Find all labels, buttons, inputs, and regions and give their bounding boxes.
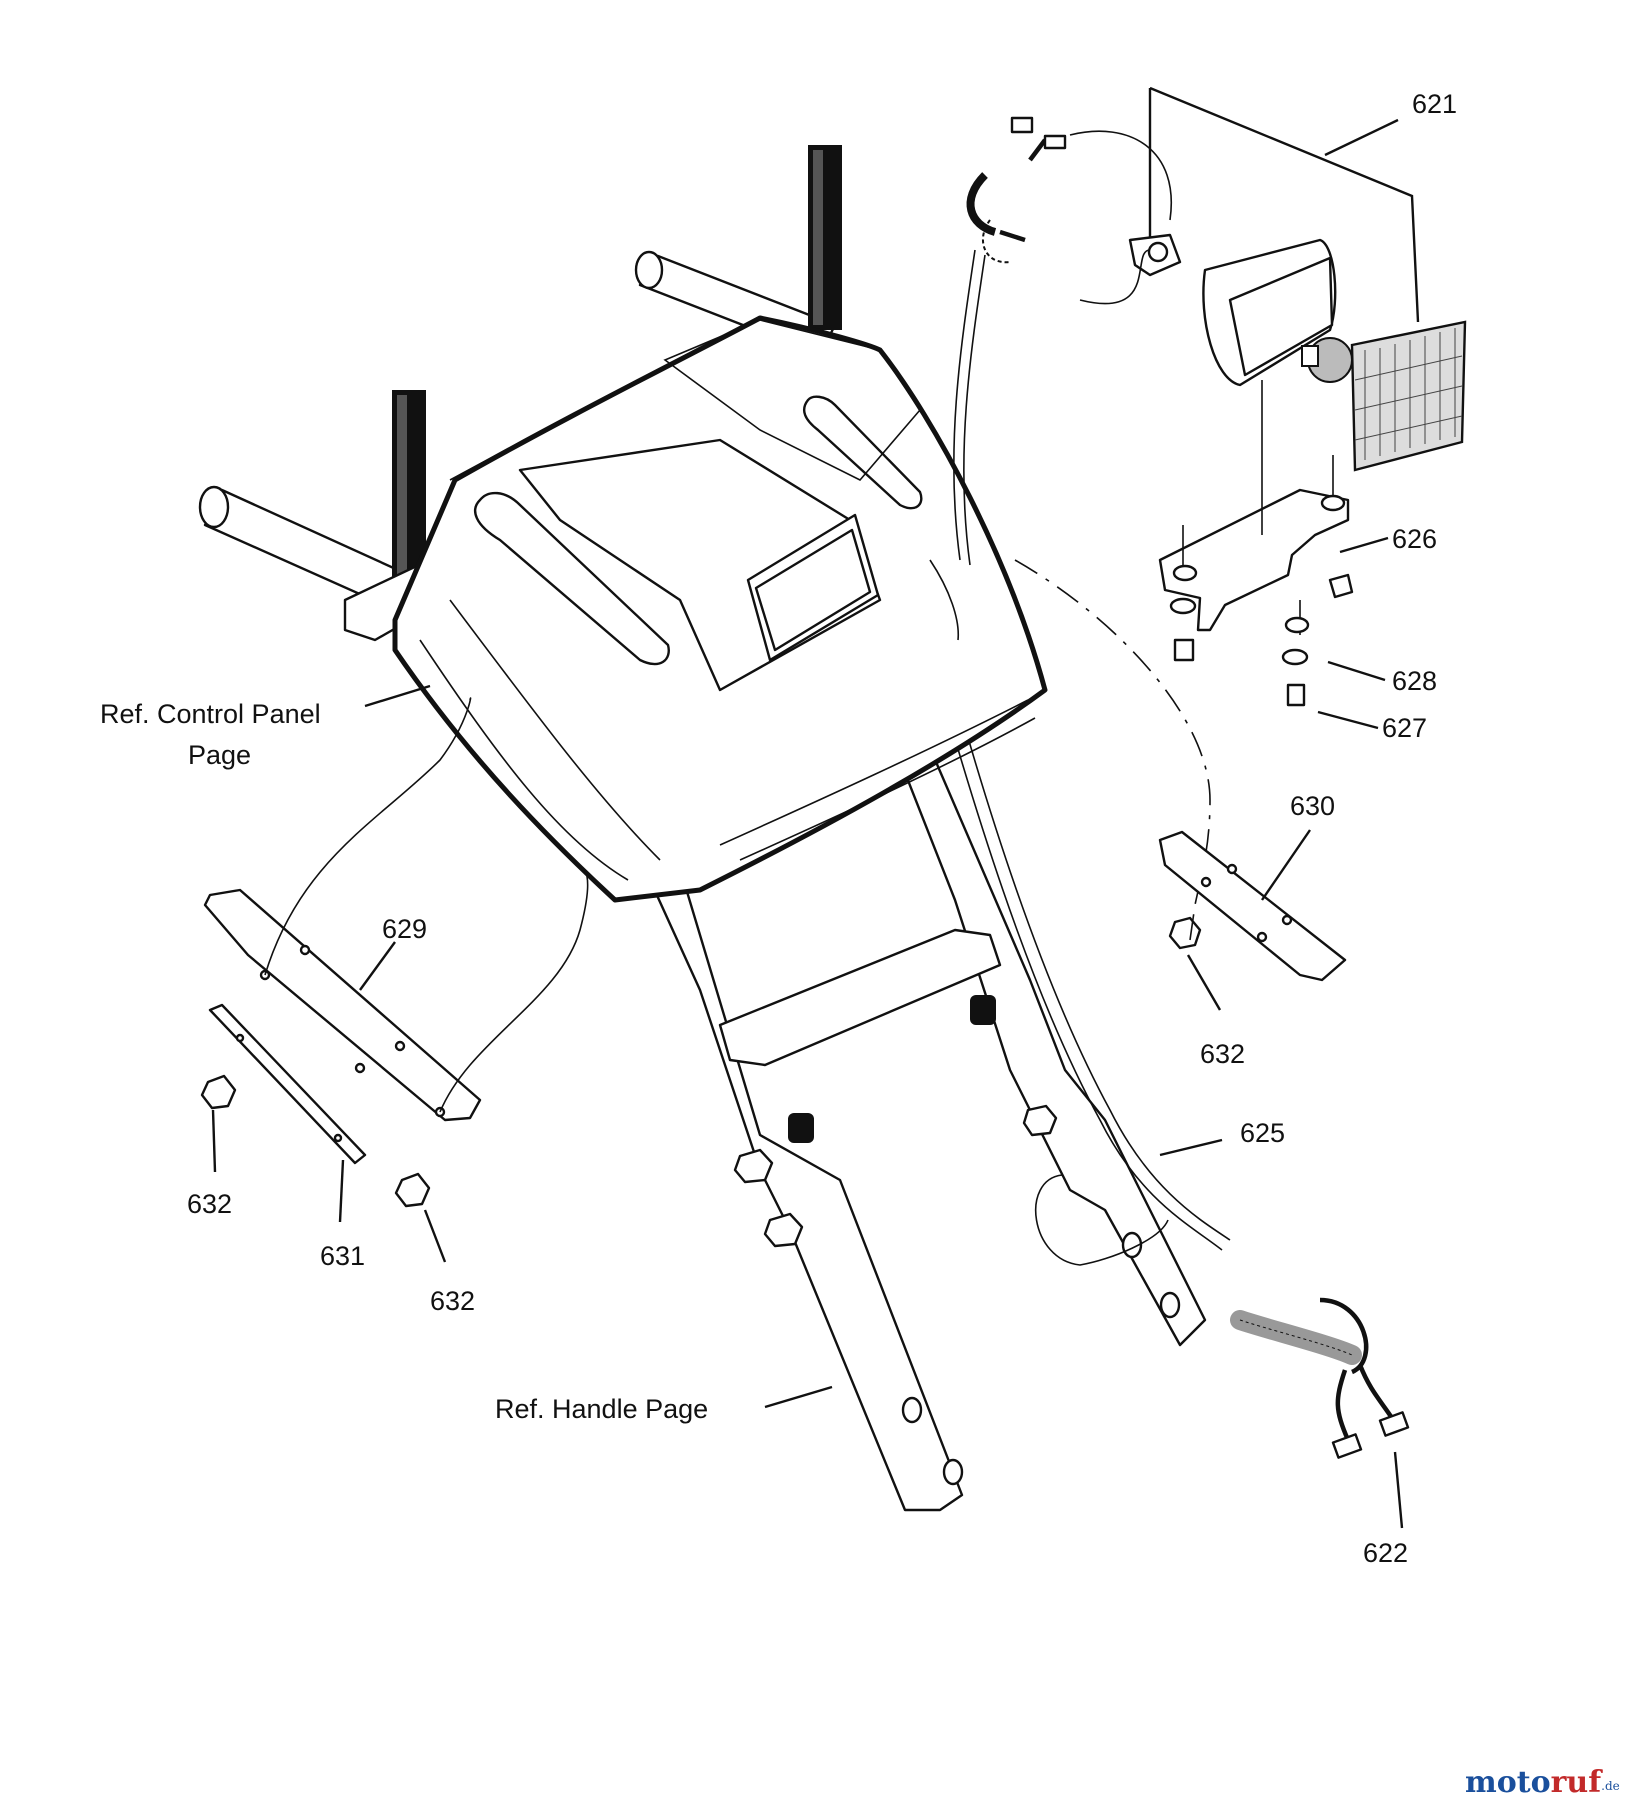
callout-632-left: 632 <box>187 1189 232 1219</box>
callout-labels: 621 626 628 627 630 632 625 622 629 632 … <box>100 89 1457 1568</box>
handle-frame <box>648 709 1231 1512</box>
lower-harness <box>1230 1297 1410 1459</box>
motoruf-watermark: motoruf.de <box>1465 1765 1620 1800</box>
callout-628: 628 <box>1392 666 1437 696</box>
callout-630: 630 <box>1290 791 1335 821</box>
mounting-plate-right <box>1158 830 1347 982</box>
callout-631: 631 <box>320 1241 365 1271</box>
callout-627: 627 <box>1382 713 1427 743</box>
callout-621: 621 <box>1412 89 1457 119</box>
mounting-plates-left <box>200 697 1196 1208</box>
callout-622: 622 <box>1363 1538 1408 1568</box>
ref-handle-page: Ref. Handle Page <box>495 1394 708 1424</box>
callout-629: 629 <box>382 914 427 944</box>
control-panel-housing <box>392 315 1048 903</box>
callout-625: 625 <box>1240 1118 1285 1148</box>
callout-632-right: 632 <box>1200 1039 1245 1069</box>
callout-632-bottom: 632 <box>430 1286 475 1316</box>
leader-lines <box>211 118 1404 1529</box>
lamp-bracket <box>1014 380 1354 906</box>
ref-control-panel-line1: Ref. Control Panel <box>100 699 321 729</box>
svg-text:motoruf.de: motoruf.de <box>1465 1765 1620 1800</box>
callout-626: 626 <box>1392 524 1437 554</box>
ref-control-panel-line2: Page <box>188 740 251 770</box>
headlight-assembly <box>953 86 1467 566</box>
